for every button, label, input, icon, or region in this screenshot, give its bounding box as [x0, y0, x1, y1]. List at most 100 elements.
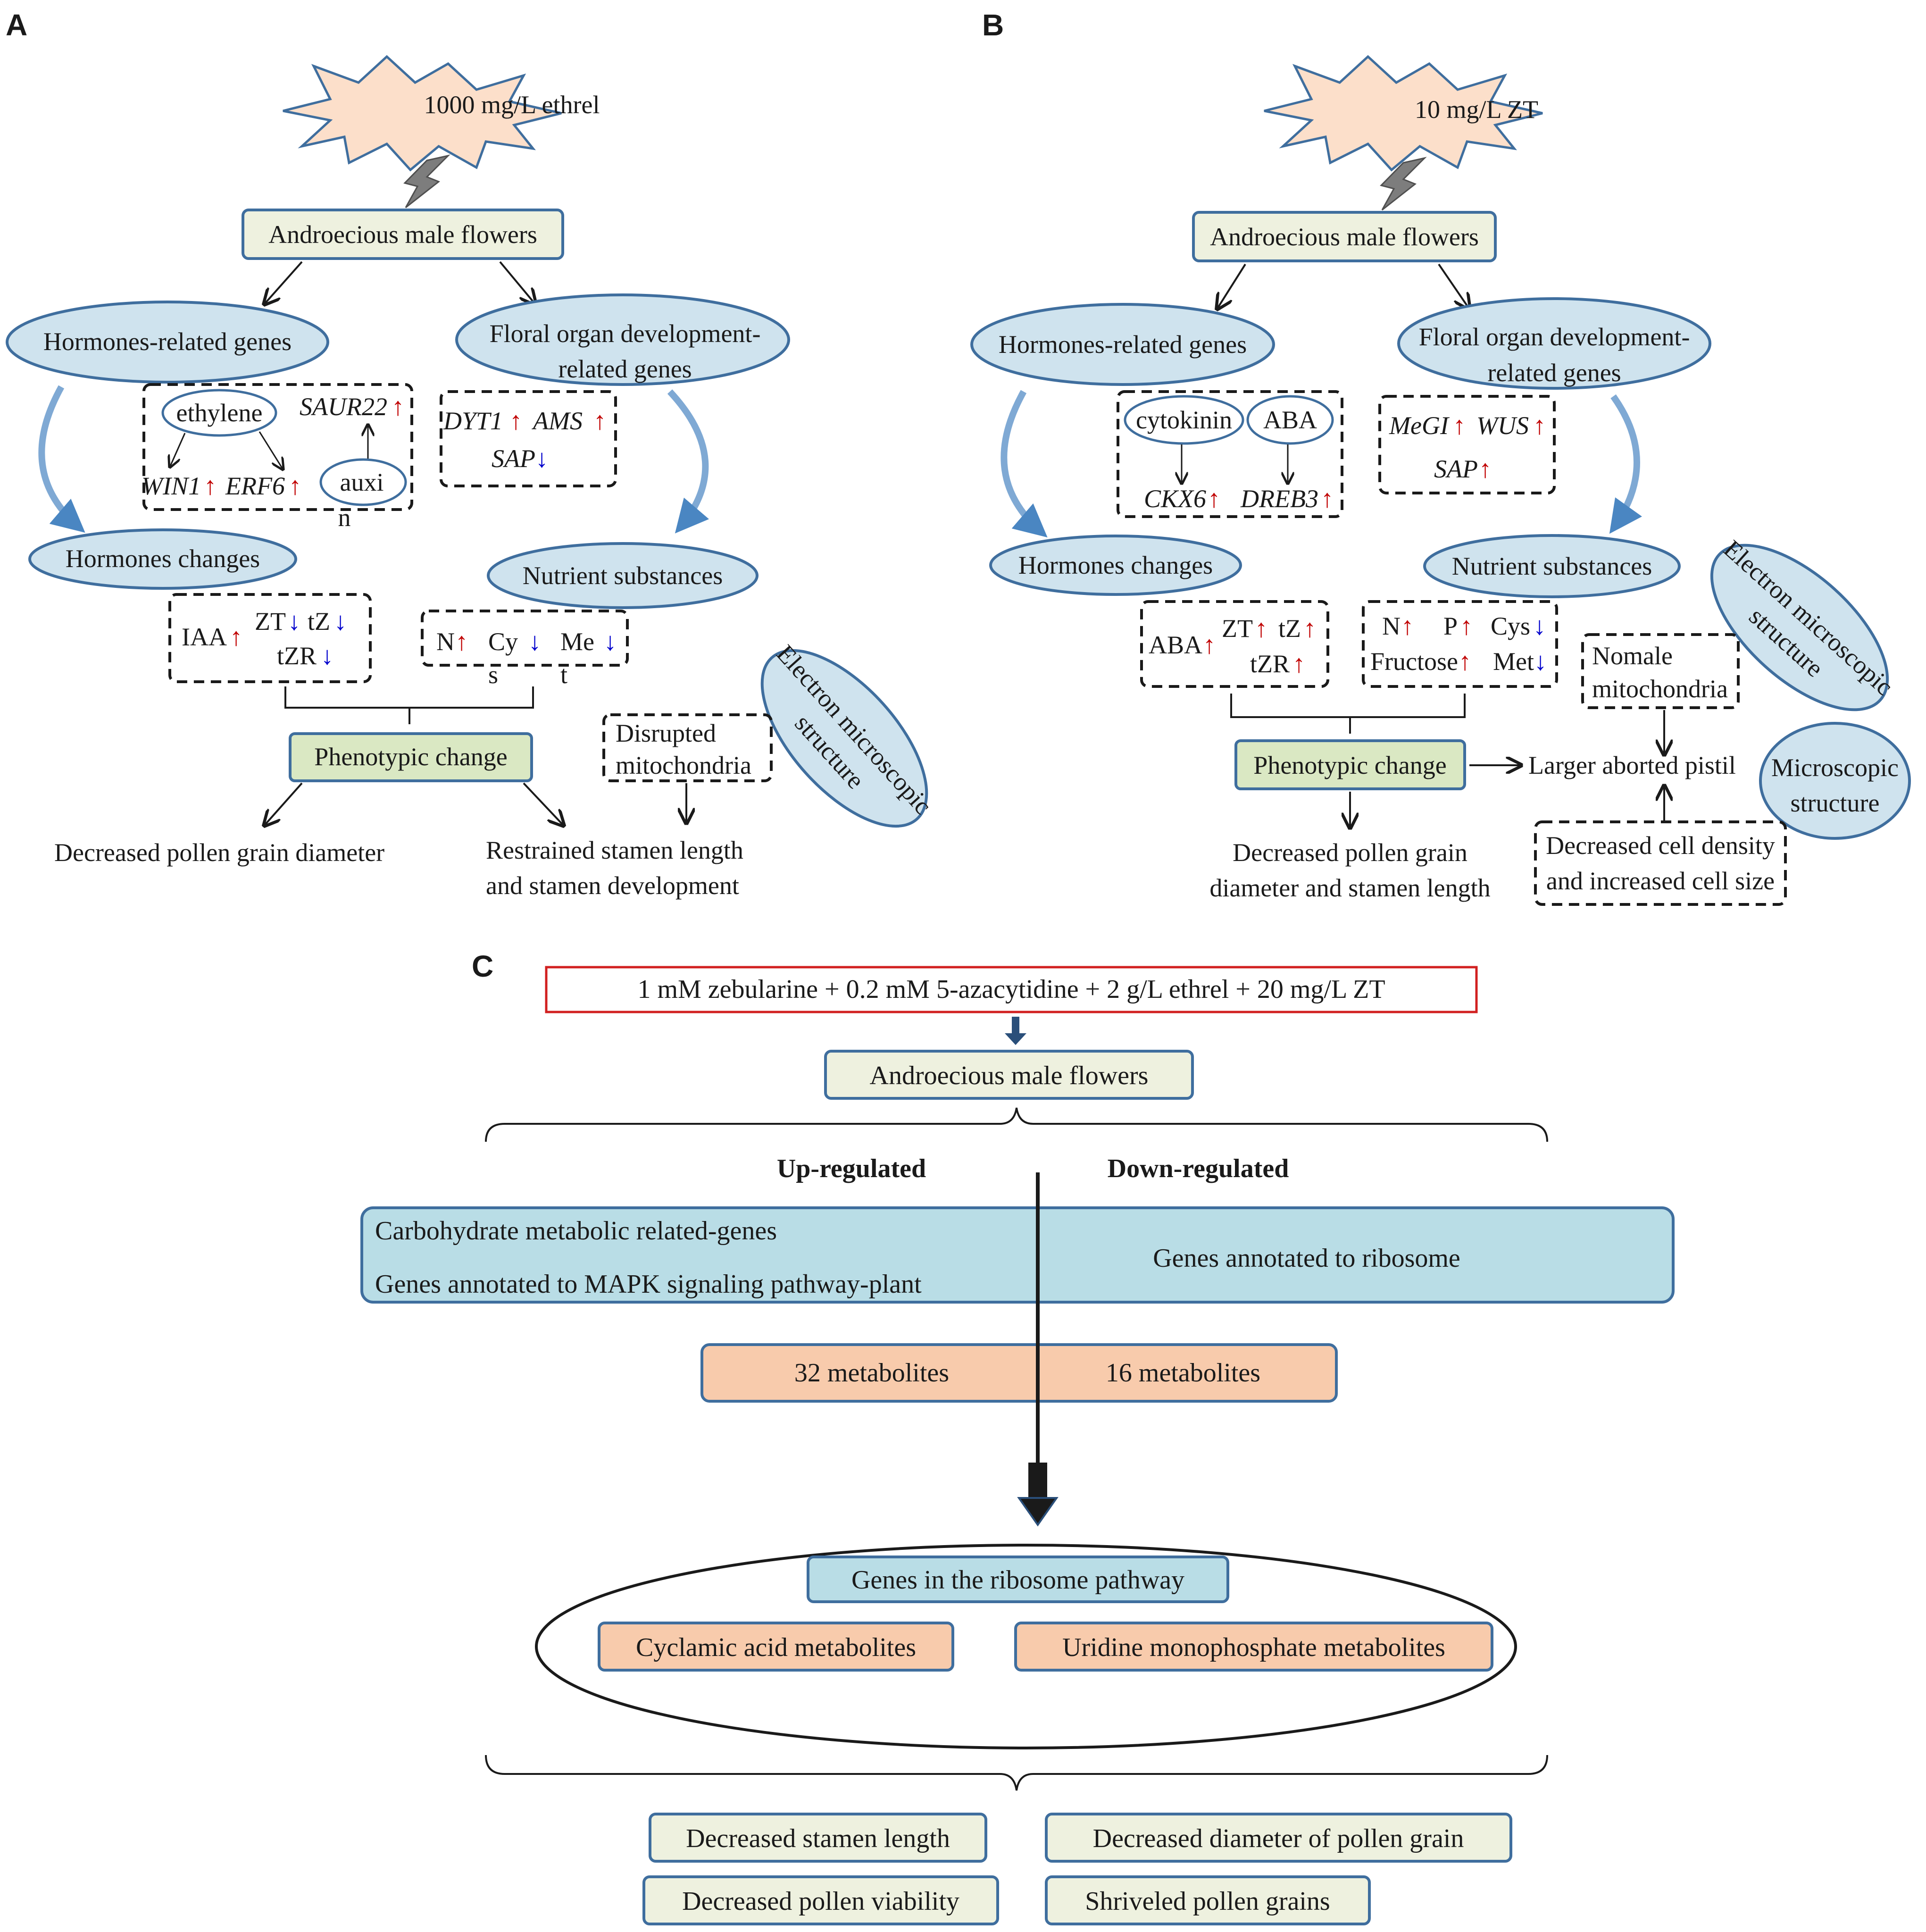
arrow-b-1	[1217, 263, 1246, 309]
dreb3-label: DREB3	[1240, 485, 1318, 513]
stimulus-burst-a	[283, 55, 562, 172]
flowers-box-c	[824, 1050, 1194, 1100]
ams-label: AMS	[532, 407, 583, 435]
outcome-label: Decreased diameter of pollen grain	[1093, 1824, 1464, 1853]
tzr-up-arrow-b: ↑	[1292, 650, 1305, 678]
floral-genes-box-b	[1378, 395, 1556, 494]
micro-label-1: Microscopic	[1771, 753, 1899, 782]
stimulus-label-a: 1000 mg/L ethrel	[424, 91, 600, 119]
outcome-box	[649, 1813, 987, 1863]
aba-ellipse	[1246, 395, 1334, 445]
ckx6-label: CKX6	[1144, 485, 1206, 513]
auxin-label-2: n	[338, 503, 351, 532]
lightning-icon	[1380, 157, 1427, 211]
ribosome-box	[807, 1556, 1229, 1603]
outcome-label: Shriveled pollen grains	[1085, 1887, 1330, 1916]
tzr-label-a: tZR	[277, 642, 317, 670]
curved-arrow-a-right	[667, 389, 709, 534]
sap-up-arrow-b: ↑	[1479, 455, 1492, 483]
arrow-a-2	[499, 261, 535, 304]
treatment-label: 1 mM zebularine + 0.2 mM 5-azacytidine +…	[637, 975, 1385, 1004]
n-up-arrow-b: ↑	[1401, 612, 1414, 640]
tz-down-arrow-a: ↓	[334, 607, 347, 636]
cell-label-2: and increased cell size	[1546, 867, 1775, 895]
uridine-label: Uridine monophosphate metabolites	[1062, 1633, 1445, 1662]
hormone-changes-ellipse-b	[989, 535, 1242, 596]
outcome-box	[1045, 1875, 1371, 1925]
met-down-arrow-b: ↓	[1534, 647, 1547, 676]
hormone-changes-box-b	[1140, 600, 1329, 688]
arrow-a-4	[523, 782, 564, 826]
floral-genes-label-a-2: related genes	[558, 355, 692, 383]
result-a-2-line2: and stamen development	[486, 871, 739, 900]
outcome-box	[642, 1875, 999, 1925]
flowers-label-c: Androecious male flowers	[870, 1061, 1149, 1090]
floral-genes-ellipse-b	[1397, 297, 1711, 390]
dreb3-up-arrow: ↑	[1321, 485, 1334, 513]
cell-label-1: Decreased cell density	[1546, 831, 1775, 860]
cys-label-b: Cys	[1491, 612, 1530, 640]
bracket-b	[1230, 694, 1466, 734]
zt-up-arrow-b: ↑	[1255, 614, 1267, 643]
ams-up-arrow: ↑	[593, 407, 606, 435]
panel-b-label: B	[982, 8, 1004, 42]
ethylene-ellipse	[161, 389, 277, 437]
win1-up-arrow: ↑	[204, 472, 217, 500]
sap-down-arrow-a: ↓	[535, 444, 548, 473]
curved-arrow-b-left	[1001, 390, 1048, 538]
megi-up-arrow: ↑	[1453, 411, 1466, 440]
zt-label-a: ZT	[255, 607, 286, 636]
hormone-genes-box-b	[1117, 390, 1343, 518]
dyt1-up-arrow: ↑	[509, 407, 522, 435]
phenotype-box-a	[289, 732, 533, 782]
arrow-eth-erf6	[258, 431, 283, 469]
met-label-a-1: Me	[560, 627, 594, 656]
up-metabolites: 32 metabolites	[794, 1358, 949, 1388]
tzr-label-b: tZR	[1250, 650, 1290, 678]
fructose-up-arrow: ↑	[1459, 647, 1471, 676]
aba2-label: ABA	[1149, 631, 1202, 659]
cys-down-arrow-b: ↓	[1533, 612, 1546, 640]
nutrient-ellipse-a	[487, 542, 759, 609]
iaa-up-arrow: ↑	[230, 623, 242, 651]
big-arrow-shaft	[1028, 1463, 1047, 1498]
floral-genes-label-a-1: Floral organ development-	[490, 319, 761, 348]
wus-label: WUS	[1476, 411, 1529, 440]
arrow-eth-win1	[170, 433, 186, 467]
sap-label-a: SAP	[492, 444, 535, 473]
hormone-genes-box-a	[142, 383, 413, 511]
zt-down-arrow-a: ↓	[288, 607, 300, 636]
cys-down-arrow-a: ↓	[528, 627, 541, 656]
hormone-changes-box-a	[168, 593, 372, 683]
cyclamic-box	[598, 1622, 954, 1672]
nutrient-label-a: Nutrient substances	[523, 561, 723, 590]
floral-genes-box-a	[440, 390, 617, 487]
up-genes-2: Genes annotated to MAPK signaling pathwa…	[375, 1270, 922, 1299]
micro-ellipse	[1759, 722, 1911, 840]
floral-genes-label-b-2: related genes	[1487, 359, 1621, 387]
cytokinin-label: cytokinin	[1136, 406, 1232, 434]
curved-arrow-a-left	[38, 385, 85, 533]
arrow-c-small-shaft	[1012, 1017, 1019, 1033]
up-genes-1: Carbohydrate metabolic related-genes	[375, 1216, 777, 1246]
auxin-label-1: auxi	[340, 468, 384, 496]
cys-label-a-2: s	[488, 661, 498, 689]
mito-box-a	[602, 713, 773, 782]
phenotype-label-b: Phenotypic change	[1253, 751, 1446, 779]
hormone-changes-label-a: Hormones changes	[66, 544, 260, 573]
dyt1-label: DYT1	[443, 407, 503, 435]
win1-label: WIN1	[142, 472, 201, 500]
nutrient-label-b: Nutrient substances	[1452, 552, 1652, 580]
mito-label-a-1: Disrupted	[616, 719, 716, 747]
mito-label-a-2: mitochondria	[616, 751, 751, 779]
panel-c-label: C	[472, 949, 493, 983]
metabolites-box	[700, 1343, 1338, 1403]
arrow-a-3	[264, 782, 303, 826]
megi-label: MeGI	[1389, 411, 1450, 440]
down-genes: Genes annotated to ribosome	[1153, 1244, 1460, 1273]
nutrient-box-b	[1362, 600, 1558, 688]
saur22-up-arrow: ↑	[392, 393, 404, 421]
tz-up-arrow-b: ↑	[1303, 614, 1316, 643]
nutrient-ellipse-b	[1423, 534, 1681, 598]
phenotype-box-b	[1234, 739, 1466, 790]
